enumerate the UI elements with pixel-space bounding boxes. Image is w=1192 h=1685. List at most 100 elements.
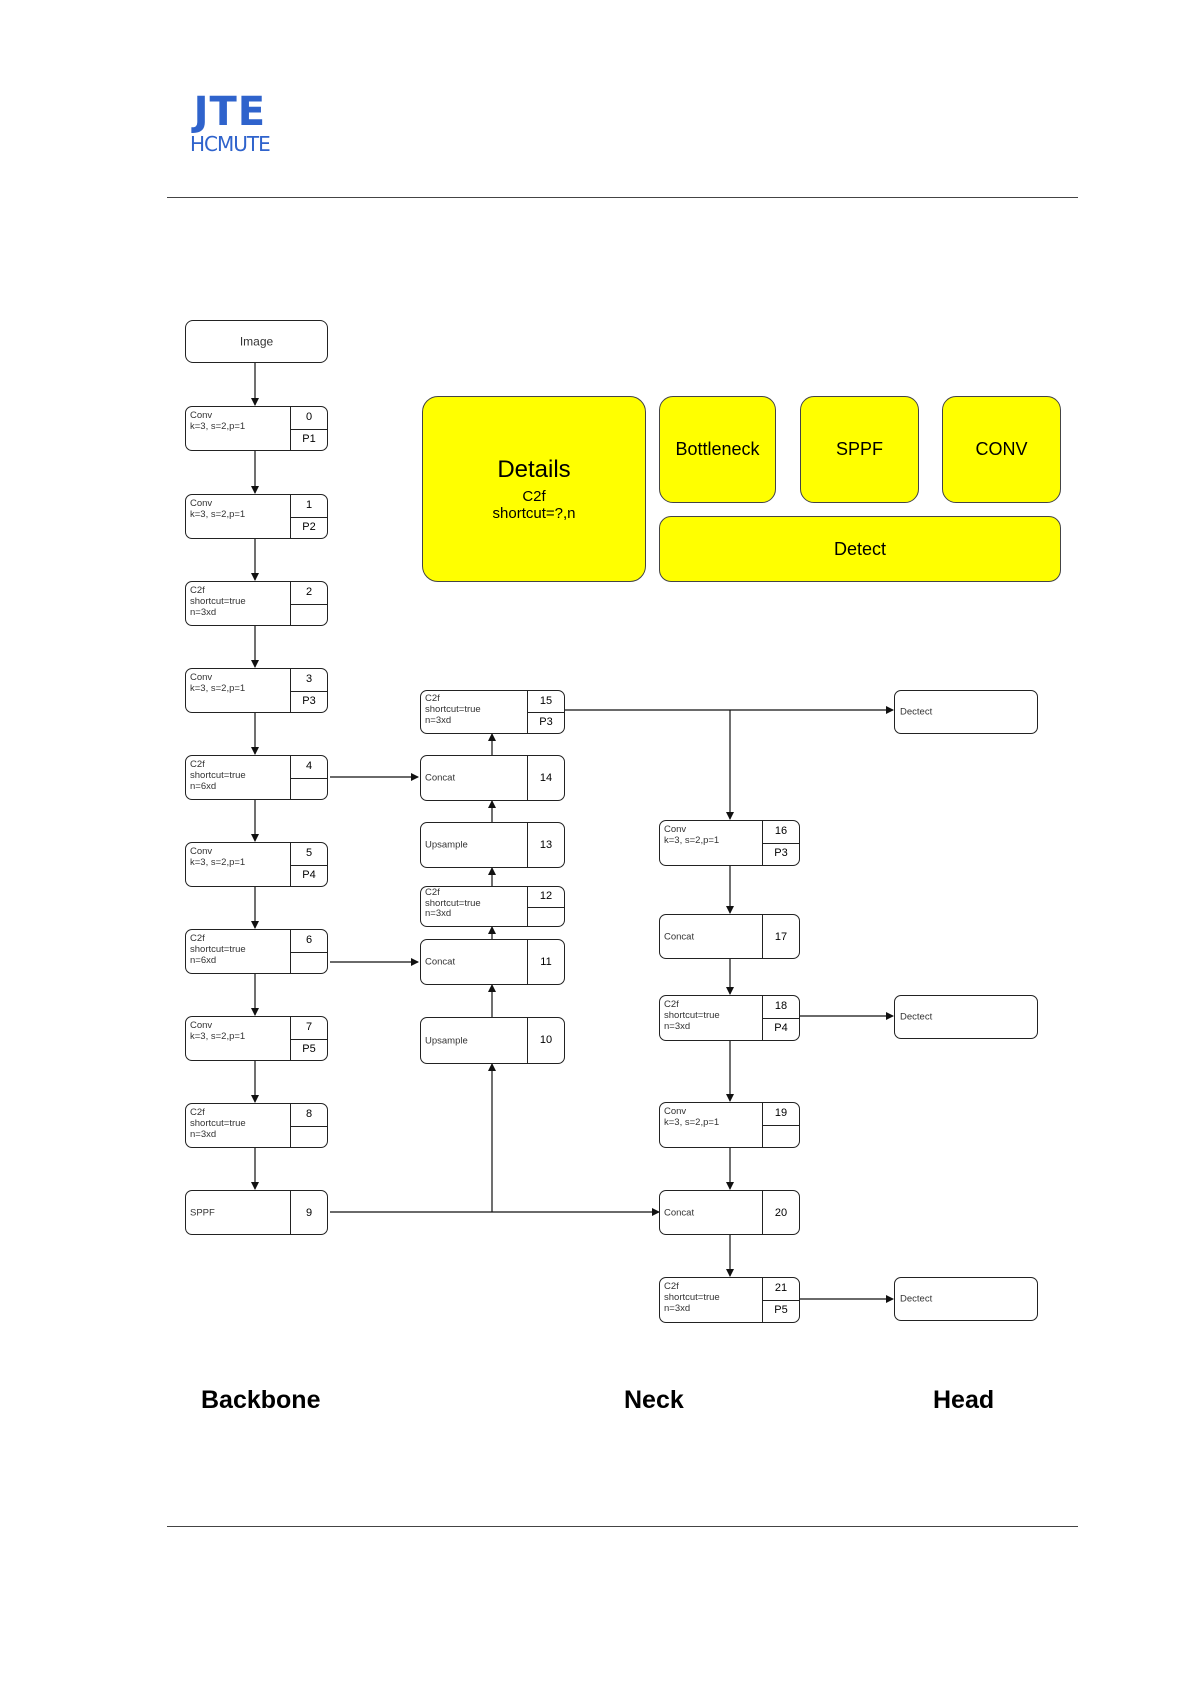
node-5-level: P4 [302, 868, 316, 881]
node-2: C2f shortcut=true n=3xd 2 [185, 581, 328, 626]
node-detect-1: Dectect [894, 690, 1038, 734]
header-rule [167, 197, 1078, 198]
node-19-index: 19 [763, 1103, 799, 1126]
legend-details-line3: shortcut=?,n [492, 505, 576, 522]
node-4-index: 4 [291, 756, 327, 779]
node-18-index: 18 [763, 996, 799, 1019]
logo-line1: JTE [193, 89, 267, 135]
jte-logo: JTE HCMUTE [190, 89, 271, 156]
node-0-label: Conv k=3, s=2,p=1 [190, 410, 246, 432]
node-16-level: P3 [774, 847, 788, 859]
node-detect-3: Dectect [894, 1277, 1038, 1321]
node-image: Image [185, 320, 328, 363]
node-8-level [291, 1126, 327, 1148]
node-3-index: 3 [291, 669, 327, 692]
node-12-label: C2f shortcut=true n=3xd [425, 887, 481, 919]
node-21-level: P5 [774, 1304, 788, 1316]
node-image-label: Image [239, 334, 274, 348]
node-17-index: 17 [774, 931, 788, 943]
legend-conv-label: CONV [975, 439, 1028, 459]
node-detect-3-label: Dectect [900, 1293, 933, 1305]
legend-bottleneck-box: Bottleneck [659, 396, 776, 503]
node-10-label: Upsample [425, 1035, 468, 1046]
legend-detect-label: Detect [833, 538, 887, 559]
node-6-index: 6 [291, 930, 327, 953]
node-15-label: C2f shortcut=true n=3xd [425, 693, 481, 726]
node-7-index: 7 [291, 1017, 327, 1040]
node-6-label: C2f shortcut=true n=6xd [190, 933, 246, 966]
legend-sppf-label: SPPF [835, 439, 883, 459]
node-16-index: 16 [763, 821, 799, 844]
legend-detect-box: Detect [659, 516, 1061, 582]
node-2-label: C2f shortcut=true n=3xd [190, 585, 246, 618]
node-3-level: P3 [302, 694, 316, 707]
node-2-level [291, 604, 327, 626]
node-13-index: 13 [539, 839, 553, 851]
legend-sppf-box: SPPF [800, 396, 919, 503]
legend-conv-box: CONV [942, 396, 1061, 503]
node-11-index: 11 [540, 956, 552, 968]
node-21-index: 21 [763, 1278, 799, 1301]
node-18-level: P4 [774, 1022, 788, 1034]
legend-details-line2: C2f [522, 488, 546, 505]
node-10: Upsample 10 [420, 1017, 565, 1064]
node-18-label: C2f shortcut=true n=3xd [664, 999, 720, 1032]
node-20: Concat 20 [659, 1190, 800, 1235]
node-6-level [291, 952, 327, 974]
node-6: C2f shortcut=true n=6xd 6 [185, 929, 328, 974]
node-17: Concat 17 [659, 914, 800, 959]
section-label-backbone: Backbone [201, 1386, 321, 1414]
node-8-label: C2f shortcut=true n=3xd [190, 1107, 246, 1140]
node-20-label: Concat [664, 1207, 695, 1218]
legend-details-title: Details [497, 456, 571, 483]
node-19-label: Conv k=3, s=2,p=1 [664, 1106, 720, 1128]
node-detect-2-label: Dectect [900, 1011, 933, 1023]
node-2-index: 2 [291, 582, 327, 605]
node-0-index: 0 [291, 407, 327, 430]
node-13-label: Upsample [425, 839, 468, 851]
node-14: Concat 14 [420, 755, 565, 801]
node-11: Concat 11 [420, 939, 565, 985]
node-7-level: P5 [302, 1042, 316, 1055]
node-14-index: 14 [539, 772, 553, 784]
legend-details-box: Details C2f shortcut=?,n [422, 396, 646, 582]
node-1-index: 1 [291, 495, 327, 518]
node-detect-1-label: Dectect [900, 706, 933, 718]
node-8: C2f shortcut=true n=3xd 8 [185, 1103, 328, 1148]
node-1-level: P2 [302, 520, 316, 533]
node-12-index: 12 [528, 887, 564, 908]
node-13: Upsample 13 [420, 822, 565, 868]
node-4-label: C2f shortcut=true n=6xd [190, 759, 246, 792]
node-5-label: Conv k=3, s=2,p=1 [190, 846, 246, 868]
node-8-index: 8 [291, 1104, 327, 1127]
node-7-label: Conv k=3, s=2,p=1 [190, 1020, 246, 1042]
node-1-label: Conv k=3, s=2,p=1 [190, 498, 246, 520]
node-21-label: C2f shortcut=true n=3xd [664, 1281, 720, 1314]
node-0-level: P1 [302, 432, 316, 445]
node-9-label: SPPF [190, 1207, 215, 1218]
node-19: Conv k=3, s=2,p=1 19 [659, 1102, 800, 1148]
section-label-head: Head [933, 1386, 995, 1414]
footer-rule [167, 1526, 1078, 1527]
node-20-index: 20 [774, 1207, 788, 1219]
node-17-label: Concat [664, 931, 695, 942]
node-detect-2: Dectect [894, 995, 1038, 1039]
node-10-index: 10 [539, 1034, 553, 1046]
node-15-index: 15 [528, 691, 564, 713]
legend-bottleneck-label: Bottleneck [675, 439, 760, 459]
node-12: C2f shortcut=true n=3xd 12 [420, 886, 565, 927]
node-3-label: Conv k=3, s=2,p=1 [190, 672, 246, 694]
node-5-index: 5 [291, 843, 327, 866]
node-9-index: 9 [305, 1207, 313, 1219]
node-4: C2f shortcut=true n=6xd 4 [185, 755, 328, 800]
logo-line2: HCMUTE [190, 132, 271, 156]
